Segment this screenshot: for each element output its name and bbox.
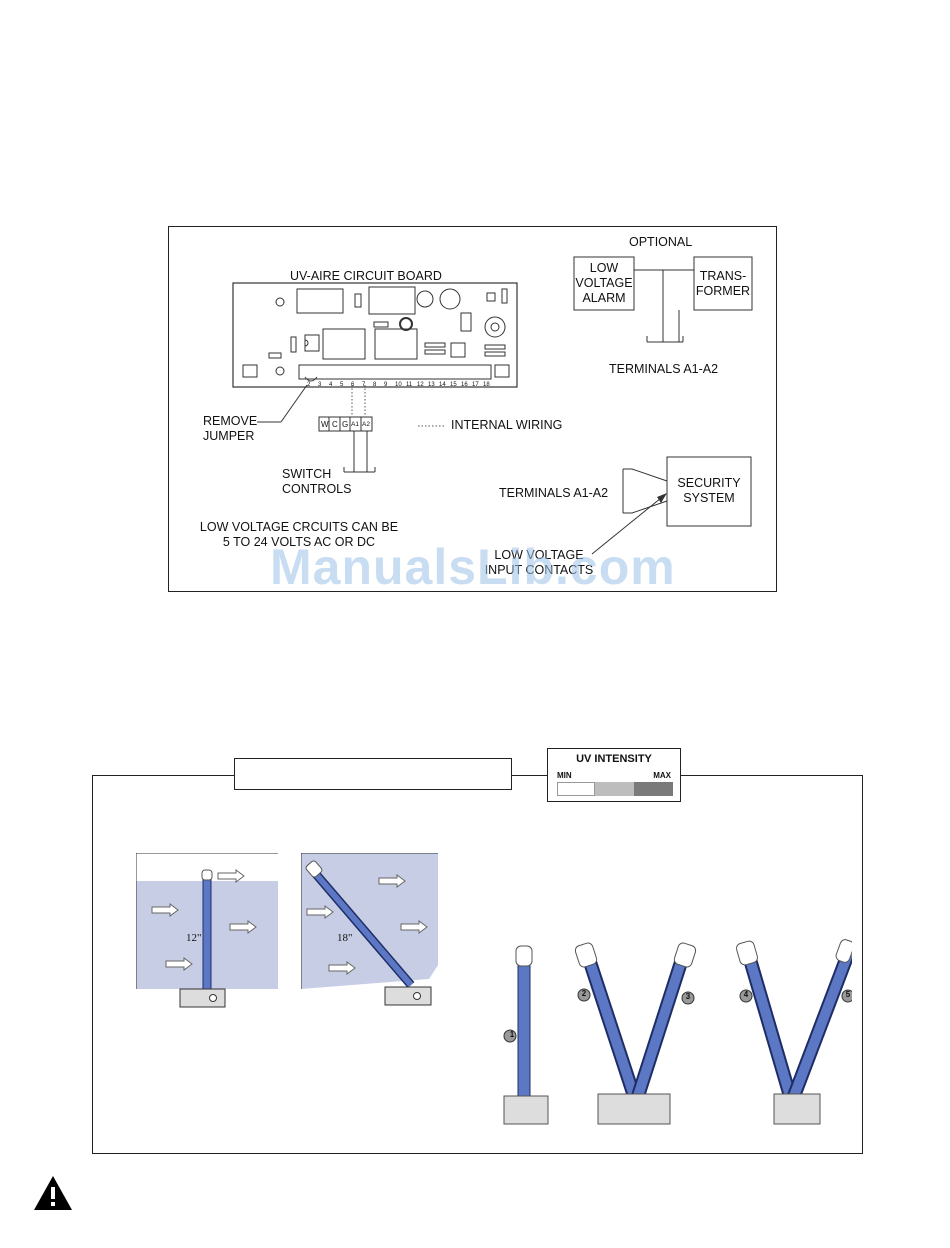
uv-scale-max [634,782,673,796]
remove-jumper-label: REMOVE JUMPER [203,414,258,443]
terminal-number: 3 [318,382,322,388]
uv-intensity-title: UV INTENSITY [576,753,652,765]
low-voltage-alarm-box [573,256,635,311]
lamp-number-4: 4 [743,990,749,999]
terminal-number: 16 [461,382,468,388]
terminal-number: 9 [384,382,388,388]
optional-label: OPTIONAL [629,235,693,249]
lamp-number-3: 3 [685,992,691,1001]
lamp-number-1-badge [503,1029,517,1043]
wiring-diagram-frame: UV-AIRE CIRCUIT BOARD 2 3 4 5 6 7 8 9 10… [168,226,777,592]
internal-wiring-label: INTERNAL WIRING [451,418,563,432]
terminal-label-c: C [332,420,338,429]
transformer-box [693,256,753,311]
duct-length-12: 12" [186,932,202,944]
airflow-arrows [306,874,428,975]
lamp-orientation-figures [503,939,852,1125]
terminal-number: 18 [483,382,490,388]
terminal-number: 5 [340,382,344,388]
airflow-arrows [151,869,257,971]
uv-scale-mid [595,782,634,796]
terminal-number-strip: 2 3 4 5 6 7 8 9 10 11 12 13 14 15 16 17 … [307,382,497,391]
terminal-number: 12 [417,382,424,388]
uv-lamp-5 [789,952,852,1098]
circuit-board [232,282,518,388]
terminal-block-labels: W C G A1 A2 [319,419,372,431]
lamp-number-5: 5 [845,990,851,999]
terminals-a1-a2-optional-label: TERMINALS A1-A2 [609,362,719,376]
uv-max-label: MAX [653,771,671,780]
uv-lamp-1 [517,957,531,1097]
warning-triangle-icon [34,1176,72,1210]
low-voltage-input-contacts-label: LOW VOLTAGE INPUT CONTACTS [484,548,594,577]
lamp-number-5-badge [841,989,852,1003]
terminal-label-a2: A2 [362,421,370,428]
lamp-number-2: 2 [581,989,587,998]
terminal-number: 15 [450,382,457,388]
terminals-a1-a2-security-label: TERMINALS A1-A2 [499,486,609,500]
lamp-number-1: 1 [509,1030,515,1039]
terminal-number: 8 [373,382,377,388]
low-voltage-circuits-note: LOW VOLTAGE CRCUITS CAN BE 5 TO 24 VOLTS… [199,520,399,549]
uv-intensity-legend: UV INTENSITY MIN MAX [547,748,681,802]
terminal-label-g: G [342,420,349,429]
wiring-diagram-lines [232,256,753,555]
terminal-number: 6 [351,382,355,388]
terminal-label-a1: A1 [351,421,359,428]
uv-lamp [312,871,414,987]
lamp-base [384,986,432,1006]
low-voltage-alarm-label: LOW VOLTAGE ALARM [575,261,633,305]
watermark: ManualsLib.com [270,539,676,595]
duct-airflow-area [301,853,438,989]
uv-min-label: MIN [557,771,572,780]
section-title-box [234,758,512,790]
terminal-number: 4 [329,382,333,388]
transformer-label: TRANS- FORMER [695,269,751,298]
circuit-board-title: UV-AIRE CIRCUIT BOARD [290,269,442,283]
uv-lamp-2 [583,954,639,1098]
security-system-label: SECURITY SYSTEM [677,476,741,505]
duct-vertical-lamp [136,853,278,1008]
uv-lamp-3 [633,954,688,1098]
lamp-number-3-badge [681,991,695,1005]
switch-controls-label: SWITCH CONTROLS [282,467,352,496]
lamp-number-4-badge [739,989,753,1003]
terminal-label-w: W [321,420,329,429]
lamp-base [179,988,226,1008]
lamp-tip [305,860,323,878]
security-system-box [666,456,752,527]
terminal-number: 7 [362,382,366,388]
duct-length-18: 18" [337,932,353,944]
lamp-number-2-badge [577,988,591,1002]
uv-lamp-4 [744,954,795,1098]
terminal-number: 17 [472,382,479,388]
uv-lamp [202,876,212,990]
lamp-tip [201,869,213,881]
terminal-number: 13 [428,382,435,388]
terminal-number: 10 [395,382,402,388]
terminal-number: 14 [439,382,446,388]
uv-scale-min [557,782,595,796]
terminal-number: 2 [307,382,311,388]
duct-angled-lamp [301,853,438,1006]
terminal-number: 11 [406,382,413,388]
